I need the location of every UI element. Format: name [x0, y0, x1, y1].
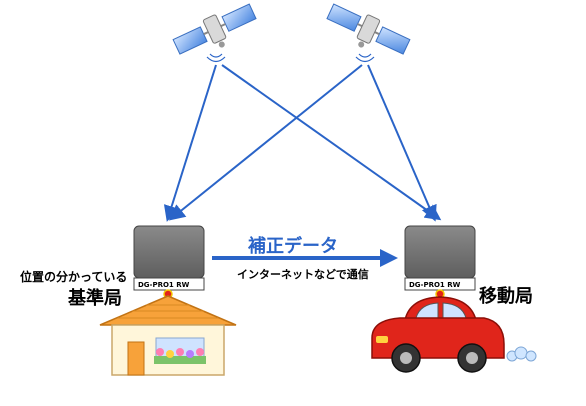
house-icon	[99, 289, 237, 376]
satellite-signal-arrows	[163, 64, 442, 222]
satellite-left-icon	[172, 3, 257, 55]
network-label: インターネットなどで通信	[237, 268, 369, 281]
base-device-label: DG-PRO1 RW	[138, 281, 190, 289]
car-icon	[371, 289, 537, 373]
rover-station-name: 移動局	[479, 286, 533, 307]
correction-data-arrow	[212, 249, 398, 267]
base-station-name: 基準局	[68, 288, 122, 309]
signal-waves-right-icon	[355, 53, 375, 63]
base-station-device: DG-PRO1 RW	[133, 225, 205, 294]
base-station-caption: 位置の分かっている	[20, 270, 128, 284]
correction-data-label: 補正データ	[248, 236, 338, 257]
signal-waves-left-icon	[206, 53, 226, 63]
rover-station-device: DG-PRO1 RW	[404, 225, 476, 294]
exhaust-icon	[506, 346, 537, 362]
satellite-right-icon	[326, 3, 411, 55]
flower-box-icon	[154, 348, 206, 364]
rover-device-label: DG-PRO1 RW	[409, 281, 461, 289]
